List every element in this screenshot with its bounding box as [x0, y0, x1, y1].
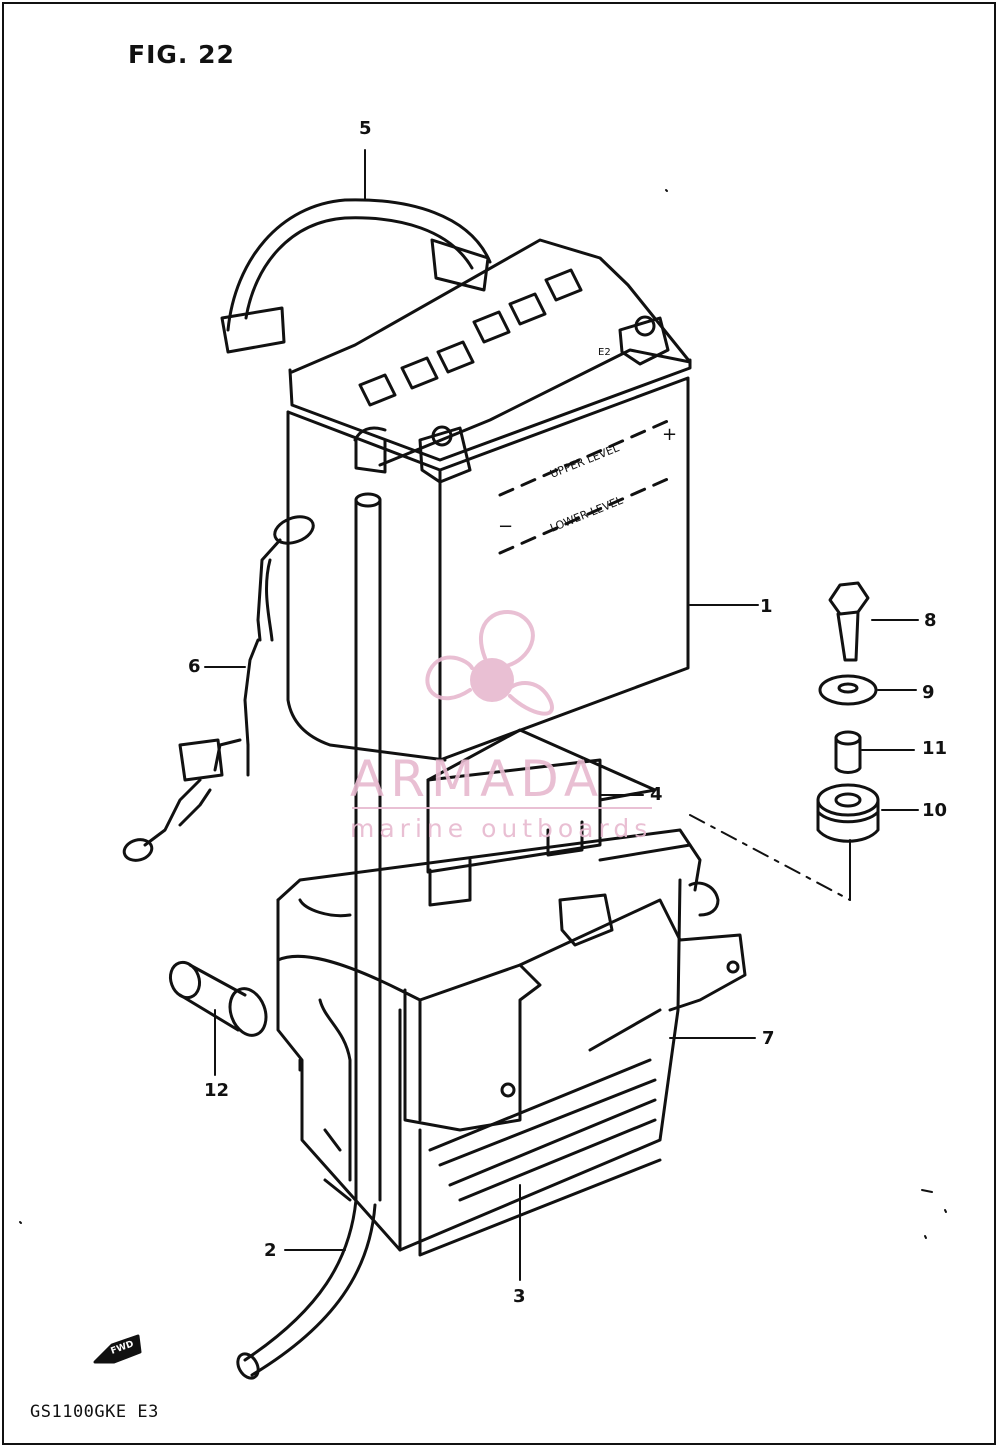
callout-10: 10	[922, 800, 948, 821]
fwd-arrow-icon	[93, 1334, 142, 1364]
grommet	[816, 783, 880, 843]
battery-pad	[426, 728, 657, 907]
battery	[286, 238, 692, 762]
cell-cap	[358, 268, 583, 407]
watermark-divider	[352, 807, 652, 809]
holder-bracket	[276, 828, 747, 1132]
spacer	[834, 730, 862, 774]
watermark-tagline: marine outboards	[350, 814, 653, 843]
callout-4: 4	[650, 784, 663, 805]
callout-5: 5	[359, 118, 372, 139]
battery-holder	[276, 878, 682, 1257]
callout-2: 2	[264, 1240, 277, 1261]
upper-level-label: UPPER LEVEL	[548, 441, 621, 481]
callout-6: 6	[188, 656, 201, 677]
figure-title: FIG. 22	[128, 40, 235, 69]
e2-mark: E2	[598, 347, 611, 358]
scan-specks	[19, 189, 947, 1239]
battery-strap	[220, 198, 492, 354]
leader-lines	[204, 149, 919, 1281]
callout-7: 7	[762, 1028, 775, 1049]
model-code: GS1100GKE E3	[30, 1402, 159, 1422]
callout-8: 8	[924, 610, 937, 631]
rubber-cushion	[168, 960, 268, 1037]
callout-9: 9	[922, 682, 935, 703]
battery-lead-wire	[122, 515, 315, 862]
battery-terminal-positive	[618, 315, 670, 366]
lower-level-label: LOWER LEVEL	[548, 494, 625, 535]
washer	[818, 674, 878, 706]
callout-11: 11	[922, 738, 948, 759]
callout-3: 3	[513, 1286, 526, 1307]
plus-symbol: +	[662, 424, 677, 445]
propeller-icon	[425, 609, 554, 716]
watermark-name: ARMADA	[350, 750, 605, 808]
bolt	[828, 581, 870, 662]
minus-symbol: −	[498, 516, 513, 537]
callout-12: 12	[204, 1080, 230, 1101]
breather-tube	[236, 492, 382, 1380]
callout-1: 1	[760, 596, 773, 617]
battery-terminal-negative	[418, 425, 472, 484]
